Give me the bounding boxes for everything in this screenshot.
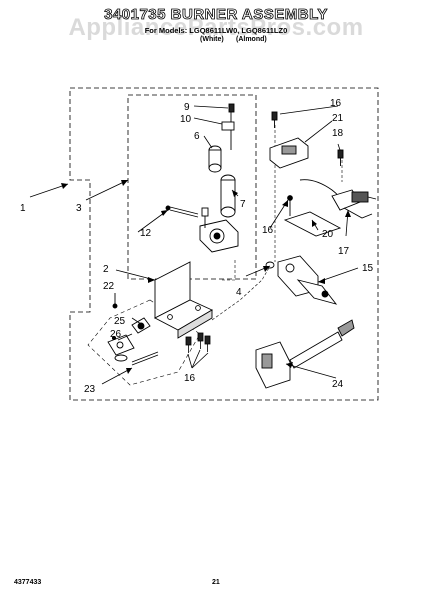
callout-17: 17 [338,246,350,257]
leader-arrowheads [61,180,351,374]
callout-26: 26 [110,329,122,340]
leader-lines [29,105,359,385]
ignitor-bracket [269,111,344,169]
callout-16-mid: 16 [262,225,274,236]
ignitor [299,179,377,219]
callout-25: 25 [114,316,126,327]
inlet-pipe [131,351,159,366]
callout-20: 20 [322,229,334,240]
callout-1: 1 [20,203,26,214]
watermark: AppliancePartsPros.com [68,14,364,41]
flame-sensor-parts [107,293,151,362]
burner-tube [255,319,355,389]
callout-15: 15 [362,263,374,274]
models-subtitle: For Models: LGQ8611LW0, LGQ8611LZ0 [144,26,288,35]
callout-9: 9 [184,102,190,113]
burner-manifold [265,255,338,305]
callout-10: 10 [180,114,192,125]
callout-18: 18 [332,128,344,139]
callout-2: 2 [103,264,109,275]
page-number: 21 [212,579,220,586]
callout-3: 3 [76,203,82,214]
gas-pipe [165,205,199,218]
inlet-pipe-guide [87,299,201,386]
callout-23: 23 [84,384,96,395]
callout-16-top: 16 [330,98,342,109]
assembly-boundary [69,87,379,401]
callout-4: 4 [236,287,242,298]
callout-24: 24 [332,379,344,390]
callout-21: 21 [332,113,344,124]
callout-16-bottom: 16 [184,373,196,384]
callout-7: 7 [240,199,246,210]
guide-line [222,260,236,281]
callout-22: 22 [103,281,115,292]
guide-line-orifice [211,265,271,321]
page-title: 3401735 BURNER ASSEMBLY [104,6,328,24]
document-number: 4377433 [14,579,42,586]
callout-12: 12 [140,228,152,239]
valve-subassembly-box [127,94,257,280]
callout-6: 6 [194,131,200,142]
burner-bracket [154,261,213,339]
gas-valve-assembly [199,103,239,253]
variant-almond: (Almond) [236,36,267,43]
burner-screws [185,332,211,353]
variant-white: (White) [200,36,224,43]
callout-numbers: 1 3 2 22 25 26 23 12 9 10 6 7 4 16 21 18… [20,98,374,395]
